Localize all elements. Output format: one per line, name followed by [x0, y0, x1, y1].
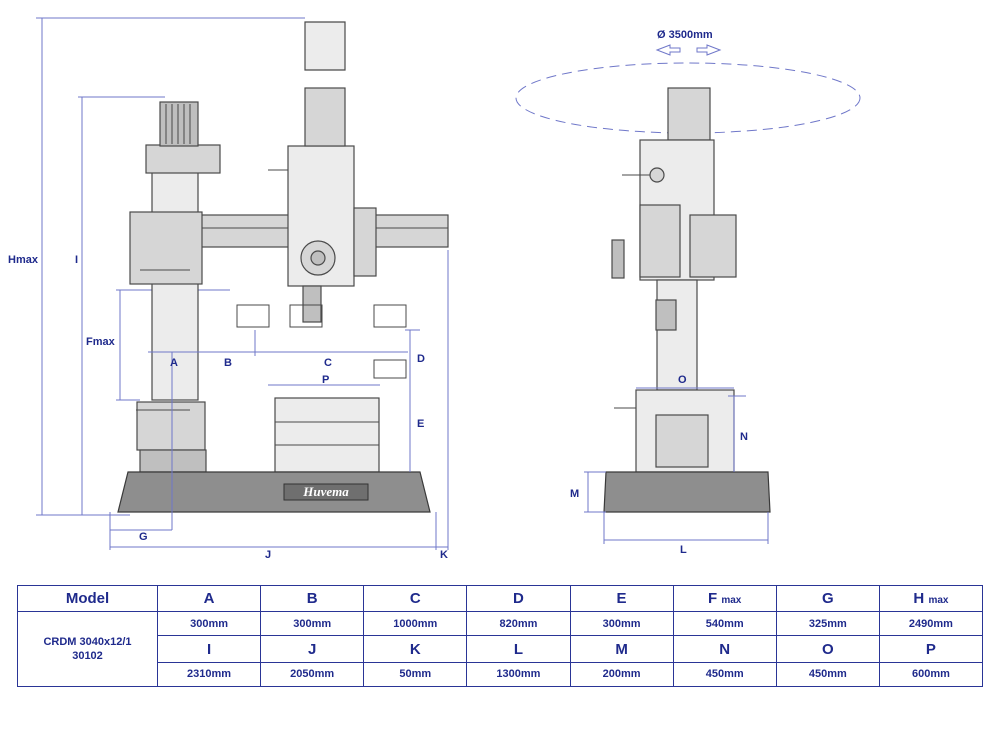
- value-k: 50mm: [363, 661, 468, 688]
- value-l: 1300mm: [466, 661, 571, 688]
- label-j: J: [265, 549, 271, 561]
- label-c: C: [324, 357, 332, 369]
- header-fmax: F max: [672, 584, 777, 613]
- model-name-line2: 30102: [72, 650, 103, 663]
- header-e: E: [569, 584, 674, 613]
- value-p: 600mm: [878, 661, 984, 688]
- table-row: CRDM 3040x12/1 30102 300mm 300mm 1000mm …: [17, 611, 984, 687]
- label-d: D: [417, 353, 425, 365]
- header-d: D: [466, 584, 571, 613]
- model-name-line1: CRDM 3040x12/1: [43, 636, 132, 649]
- header-n: N: [672, 635, 777, 663]
- label-g: G: [139, 531, 148, 543]
- header-f-letter: F: [708, 590, 718, 608]
- header-o: O: [775, 635, 880, 663]
- label-n: N: [740, 431, 748, 443]
- label-o: O: [678, 374, 687, 386]
- value-fmax: 540mm: [672, 611, 777, 637]
- header-k: K: [363, 635, 468, 663]
- label-e: E: [417, 418, 424, 430]
- model-header: Model: [17, 584, 158, 613]
- value-c: 1000mm: [363, 611, 468, 637]
- label-b: B: [224, 357, 232, 369]
- label-m: M: [570, 488, 579, 500]
- header-m: M: [569, 635, 674, 663]
- header-l: L: [466, 635, 571, 663]
- header-j: J: [260, 635, 365, 663]
- header-b: B: [260, 584, 365, 613]
- value-o: 450mm: [775, 661, 880, 688]
- model-name: CRDM 3040x12/1 30102: [17, 611, 158, 687]
- value-d: 820mm: [466, 611, 571, 637]
- header-p: P: [878, 635, 984, 663]
- front-view: Huvema Hmax I Fmax A B C D P E G J K: [8, 17, 449, 561]
- value-i: 2310mm: [156, 661, 262, 688]
- brand-logo: Huvema: [302, 484, 349, 499]
- value-hmax: 2490mm: [878, 611, 984, 637]
- value-a: 300mm: [156, 611, 262, 637]
- value-m: 200mm: [569, 661, 674, 688]
- header-c: C: [363, 584, 468, 613]
- table-row: 2310mm 2050mm 50mm 1300mm 200mm 450mm 45…: [18, 661, 984, 688]
- value-e: 300mm: [569, 611, 674, 637]
- label-p: P: [322, 374, 329, 386]
- header-f-sub: max: [721, 595, 742, 607]
- label-i: I: [75, 254, 78, 266]
- side-view: Ø 3500mm O N M L: [515, 29, 861, 556]
- label-k: K: [440, 549, 448, 561]
- label-swing: Ø 3500mm: [657, 29, 713, 41]
- value-g: 325mm: [775, 611, 880, 637]
- value-b: 300mm: [260, 611, 365, 637]
- label-a: A: [170, 357, 178, 369]
- header-h-sub: max: [928, 595, 949, 607]
- table-row: Model A B C D E F max G H max: [17, 584, 984, 613]
- header-h-letter: H: [913, 590, 925, 608]
- label-fmax: Fmax: [86, 336, 116, 348]
- table-row: I J K L M N O P: [18, 635, 984, 663]
- spec-table: Model A B C D E F max G H max CRDM 3040x…: [17, 584, 984, 688]
- value-j: 2050mm: [260, 661, 365, 688]
- machine-drawing: Huvema Hmax I Fmax A B C D P E G J K Ø 3…: [8, 17, 861, 561]
- header-i: I: [156, 635, 262, 663]
- label-l: L: [680, 544, 687, 556]
- value-n: 450mm: [672, 661, 777, 688]
- header-a: A: [156, 584, 262, 613]
- header-hmax: H max: [878, 584, 984, 613]
- label-hmax: Hmax: [8, 254, 39, 266]
- header-g: G: [775, 584, 880, 613]
